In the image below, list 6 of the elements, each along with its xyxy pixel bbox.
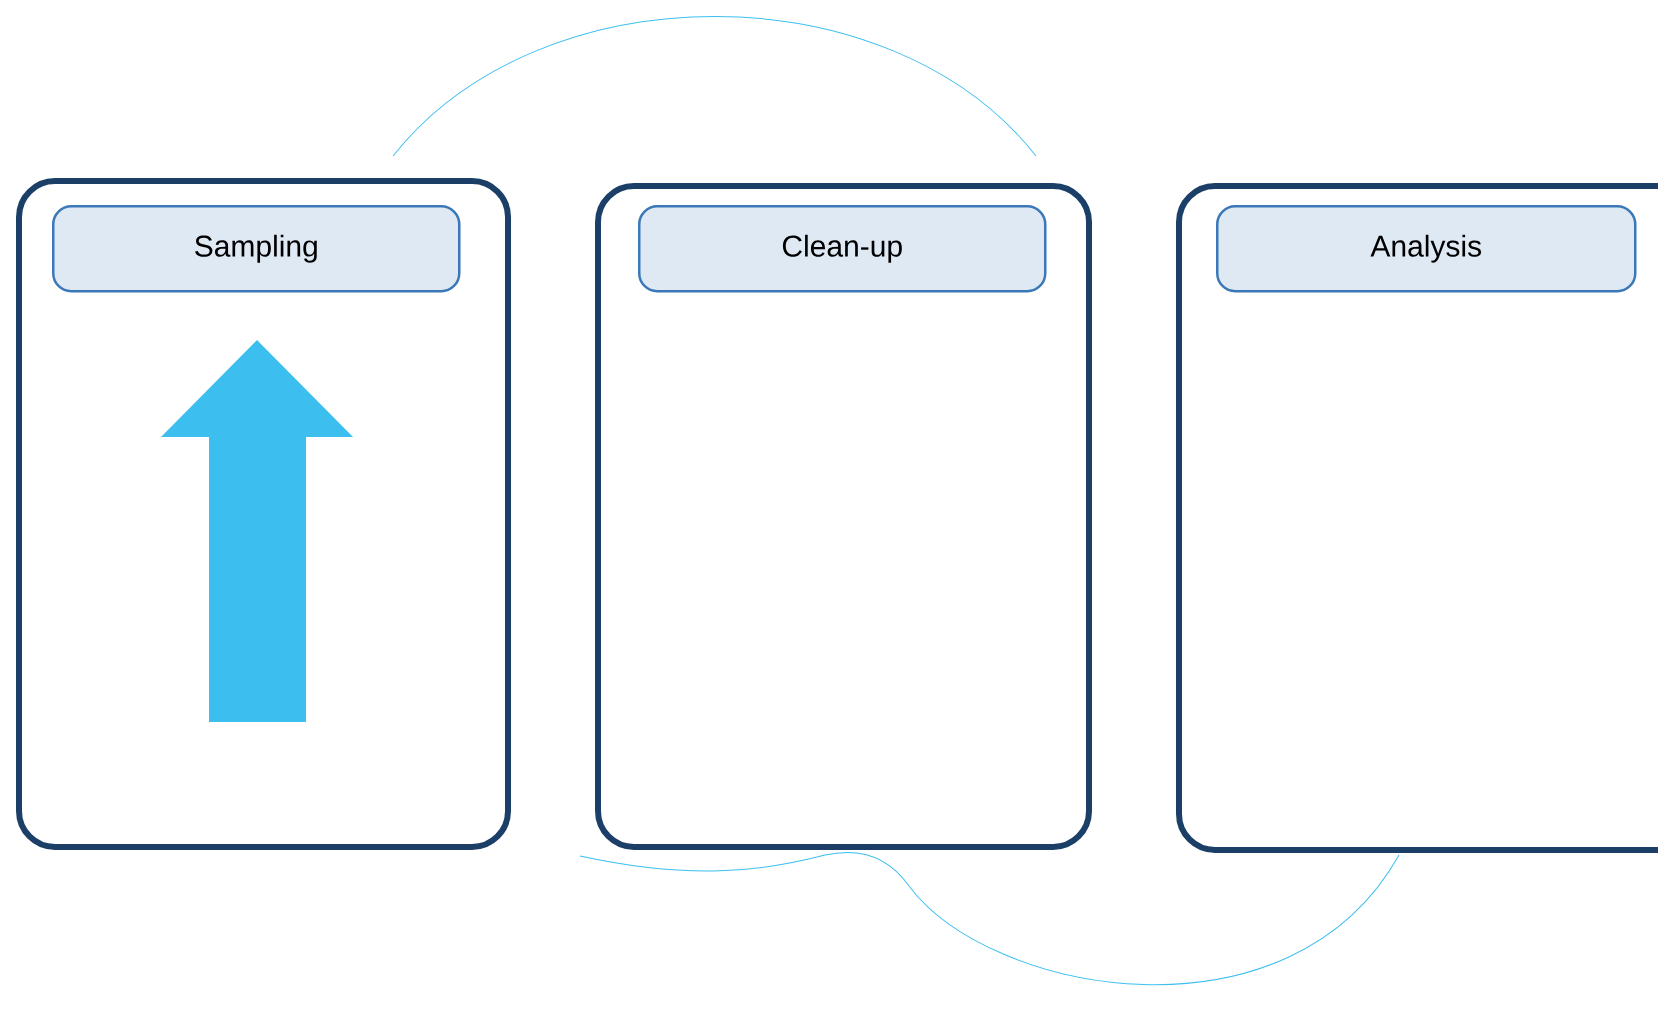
panel-box	[595, 183, 1092, 850]
header-box: Sampling	[52, 205, 461, 293]
header-box: Analysis	[1216, 205, 1637, 293]
connector-curve	[579, 851, 1400, 985]
connector-curve	[392, 16, 1037, 157]
header-box: Clean-up	[638, 205, 1047, 293]
